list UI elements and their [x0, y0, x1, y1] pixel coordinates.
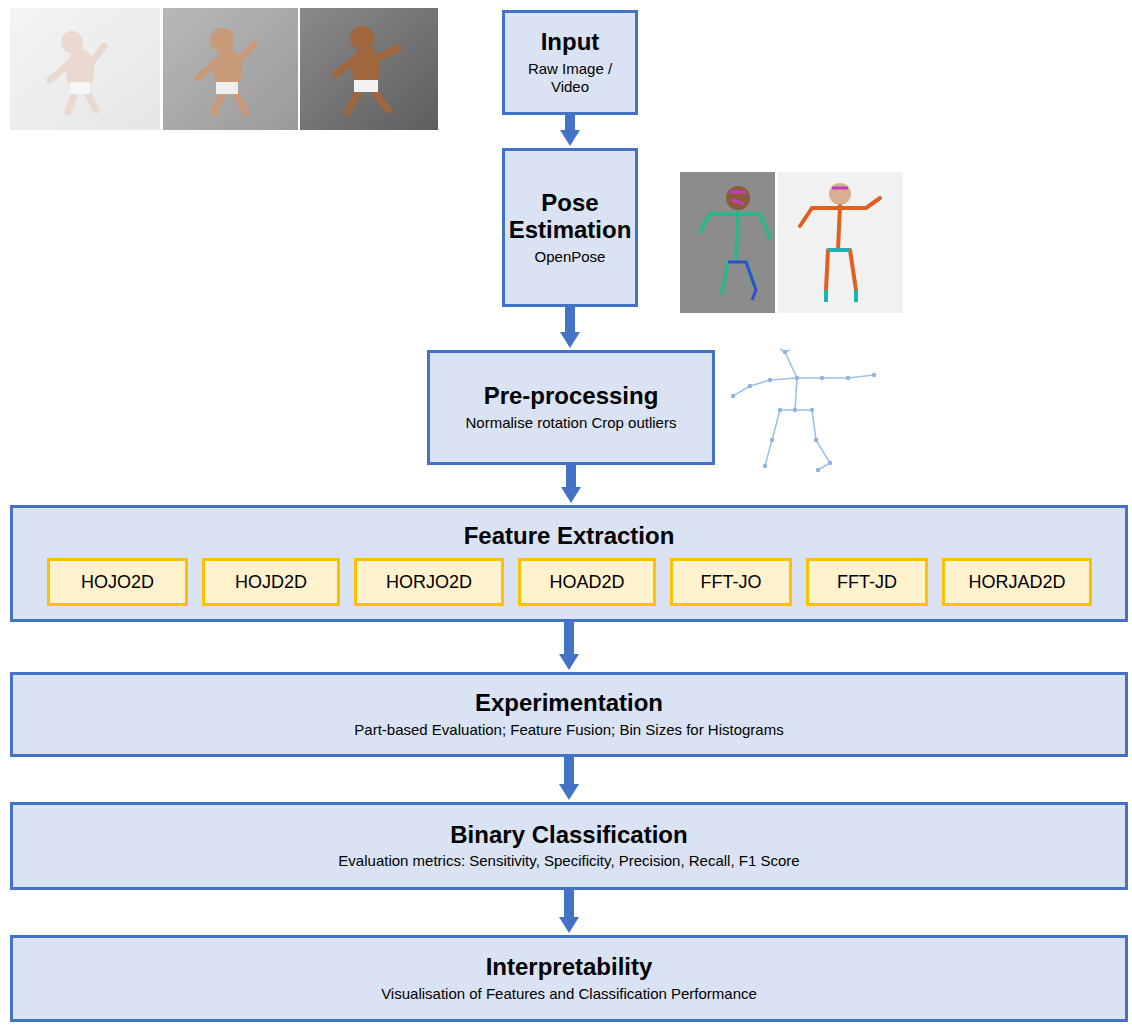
process-box: Pose EstimationOpenPose: [502, 148, 638, 307]
skeleton-joints: [731, 350, 876, 472]
input-photo: [300, 8, 438, 130]
feature-name: FFT-JD: [837, 572, 897, 593]
pose-photo: [680, 172, 775, 313]
process-box: ExperimentationPart-based Evaluation; Fe…: [10, 672, 1128, 757]
box-title: Pose Estimation: [509, 189, 632, 244]
feature-name: HORJAD2D: [968, 572, 1065, 593]
feature-name: HOJD2D: [235, 572, 307, 593]
box-title: Input: [541, 28, 600, 56]
feature-name: FFT-JO: [701, 572, 762, 593]
box-title: Pre-processing: [484, 382, 659, 410]
box-subtitle: Raw Image / Video: [511, 60, 629, 98]
box-title: Binary Classification: [450, 821, 687, 849]
input-photo: [163, 8, 298, 130]
flow-arrow: [565, 115, 575, 130]
feature-box: FFT-JD: [806, 558, 928, 606]
feature-box: HOAD2D: [518, 558, 656, 606]
process-box: InputRaw Image / Video: [502, 10, 638, 115]
flow-arrow: [565, 307, 575, 332]
process-box: Binary ClassificationEvaluation metrics:…: [10, 802, 1128, 890]
box-subtitle: Part-based Evaluation; Feature Fusion; B…: [354, 721, 783, 740]
box-subtitle: Visualisation of Features and Classifica…: [381, 985, 757, 1004]
flow-arrow: [564, 890, 574, 917]
box-title: Feature Extraction: [13, 522, 1125, 550]
box-subtitle: OpenPose: [535, 248, 606, 267]
process-box: InterpretabilityVisualisation of Feature…: [10, 935, 1128, 1022]
feature-box: HOJO2D: [47, 558, 188, 606]
feature-name: HORJO2D: [386, 572, 472, 593]
input-photo: [10, 8, 160, 130]
flow-arrow: [564, 622, 574, 654]
feature-name: HOJO2D: [81, 572, 154, 593]
feature-name: HOAD2D: [549, 572, 624, 593]
pose-photo: [778, 172, 903, 313]
group-band: Feature ExtractionHOJO2D HOJD2D HORJO2D HOA…: [10, 505, 1128, 622]
feature-box: HORJO2D: [354, 558, 504, 606]
box-title: Interpretability: [486, 953, 653, 981]
process-box: Pre-processingNormalise rotation Crop ou…: [427, 350, 715, 465]
feature-box: HOJD2D: [202, 558, 340, 606]
box-title: Experimentation: [475, 689, 663, 717]
box-subtitle: Normalise rotation Crop outliers: [466, 414, 677, 433]
flow-arrow: [566, 465, 576, 487]
feature-box: FFT-JO: [670, 558, 792, 606]
box-subtitle: Evaluation metrics: Sensitivity, Specifi…: [338, 852, 799, 871]
flow-arrow: [564, 757, 574, 784]
feature-box: HORJAD2D: [942, 558, 1092, 606]
skeleton-figure: [733, 349, 874, 470]
